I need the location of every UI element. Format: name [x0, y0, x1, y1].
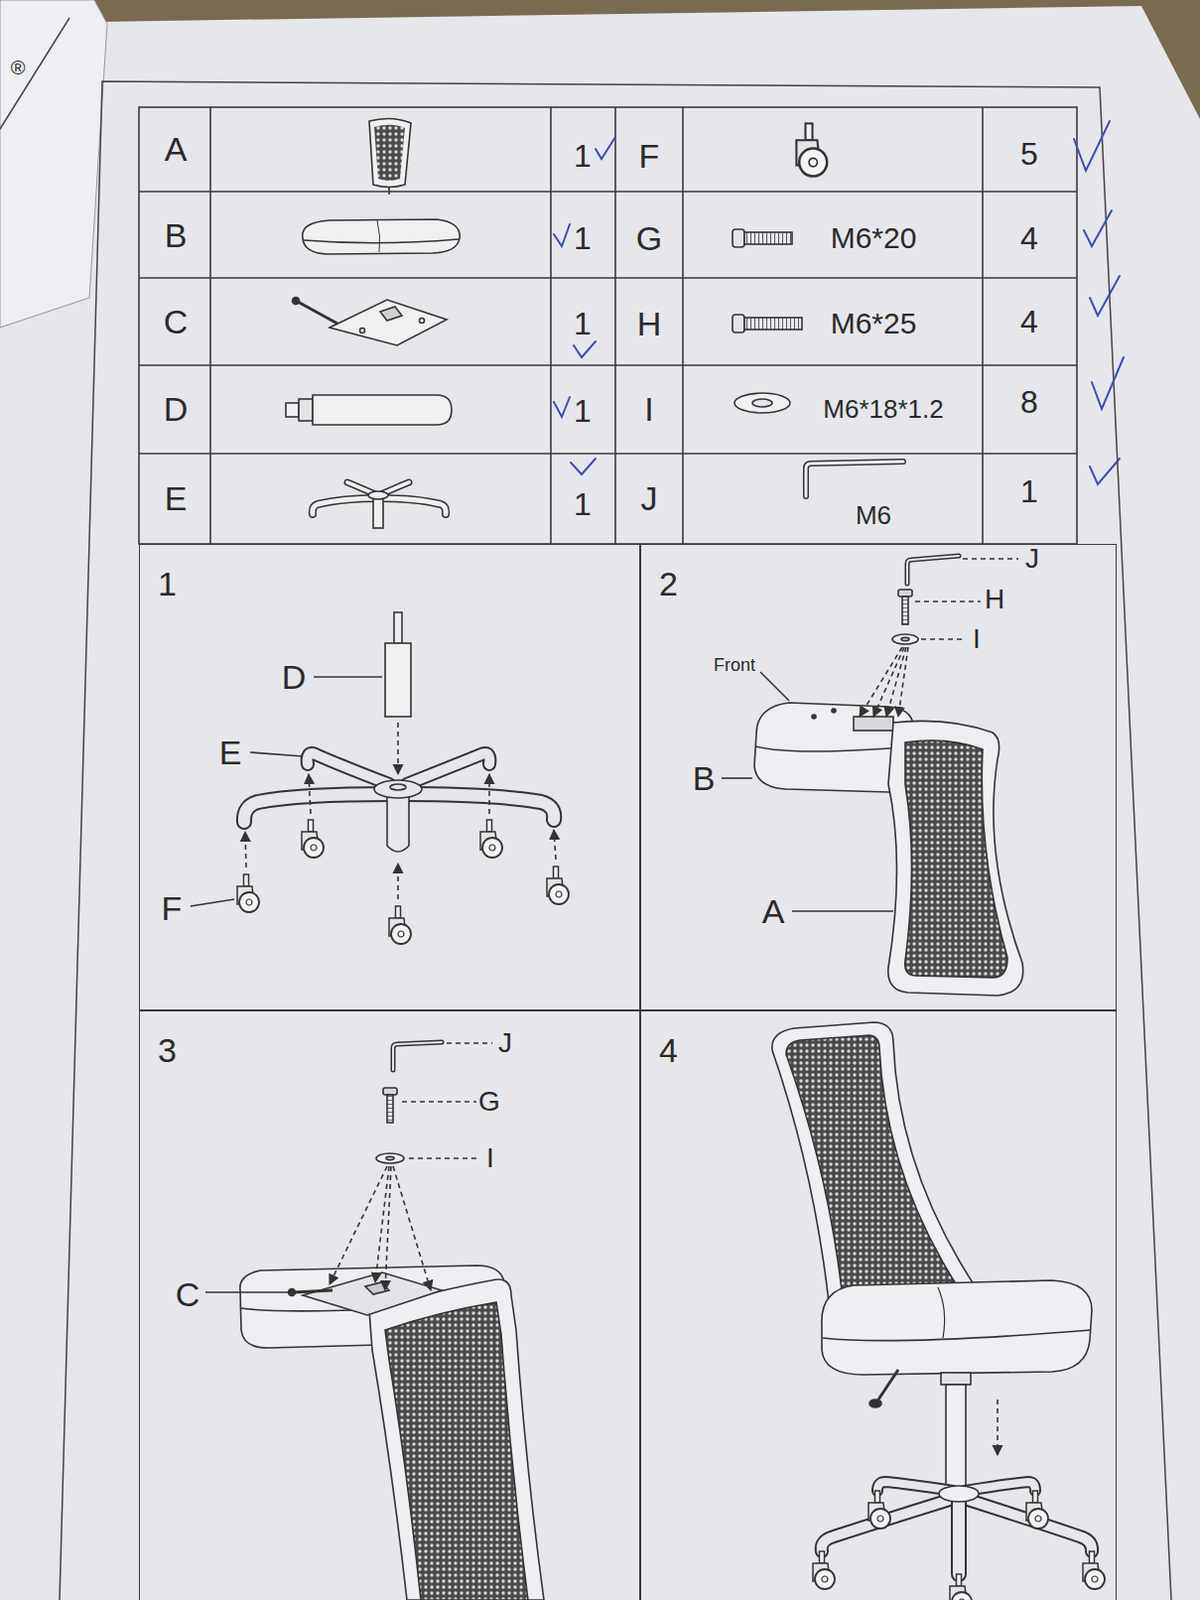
size-spec: M6*18*1.2 — [822, 396, 943, 422]
size-spec: M6 — [855, 502, 892, 529]
registered-mark: ® — [10, 57, 26, 78]
part-callout: D — [281, 660, 307, 694]
part-callout: E — [219, 735, 243, 770]
part-letter: B — [164, 218, 188, 253]
step-number: 4 — [659, 1033, 678, 1067]
part-letter: I — [644, 392, 654, 426]
quantity: 1 — [573, 307, 592, 340]
size-spec: M6*20 — [830, 223, 918, 254]
part-letter: E — [164, 481, 188, 516]
part-callout: I — [486, 1144, 495, 1173]
quantity: 1 — [573, 488, 592, 521]
part-letter: A — [164, 132, 188, 166]
step-number: 1 — [157, 566, 177, 601]
quantity: 1 — [1020, 475, 1039, 508]
part-letter: J — [641, 481, 659, 516]
direction-note: Front — [713, 656, 756, 674]
quantity: 1 — [573, 222, 592, 255]
part-callout: I — [972, 625, 981, 654]
part-letter: F — [639, 138, 661, 173]
step-panel: 3 — [138, 1010, 641, 1600]
part-callout: F — [161, 891, 183, 926]
quantity: 5 — [1020, 137, 1039, 170]
part-letter: D — [163, 392, 189, 426]
part-callout: J — [498, 1029, 513, 1058]
quantity: 4 — [1020, 222, 1039, 255]
part-callout: H — [984, 585, 1005, 614]
size-spec: M6*25 — [830, 308, 918, 339]
part-callout: A — [762, 894, 786, 929]
part-callout: G — [478, 1087, 501, 1116]
part-callout: J — [1025, 544, 1040, 573]
part-letter: H — [637, 306, 663, 341]
step-number: 2 — [659, 566, 678, 601]
part-callout: C — [175, 1277, 201, 1312]
step-panel: 1 — [138, 543, 641, 1011]
quantity: 4 — [1020, 305, 1039, 338]
step-number: 3 — [157, 1033, 177, 1067]
part-letter: G — [636, 221, 663, 256]
quantity: 1 — [573, 395, 592, 427]
part-letter: C — [163, 304, 189, 339]
quantity: 8 — [1020, 386, 1039, 418]
part-callout: B — [692, 761, 716, 796]
quantity: 1 — [573, 139, 592, 172]
step-panel: 4 — [640, 1010, 1117, 1600]
